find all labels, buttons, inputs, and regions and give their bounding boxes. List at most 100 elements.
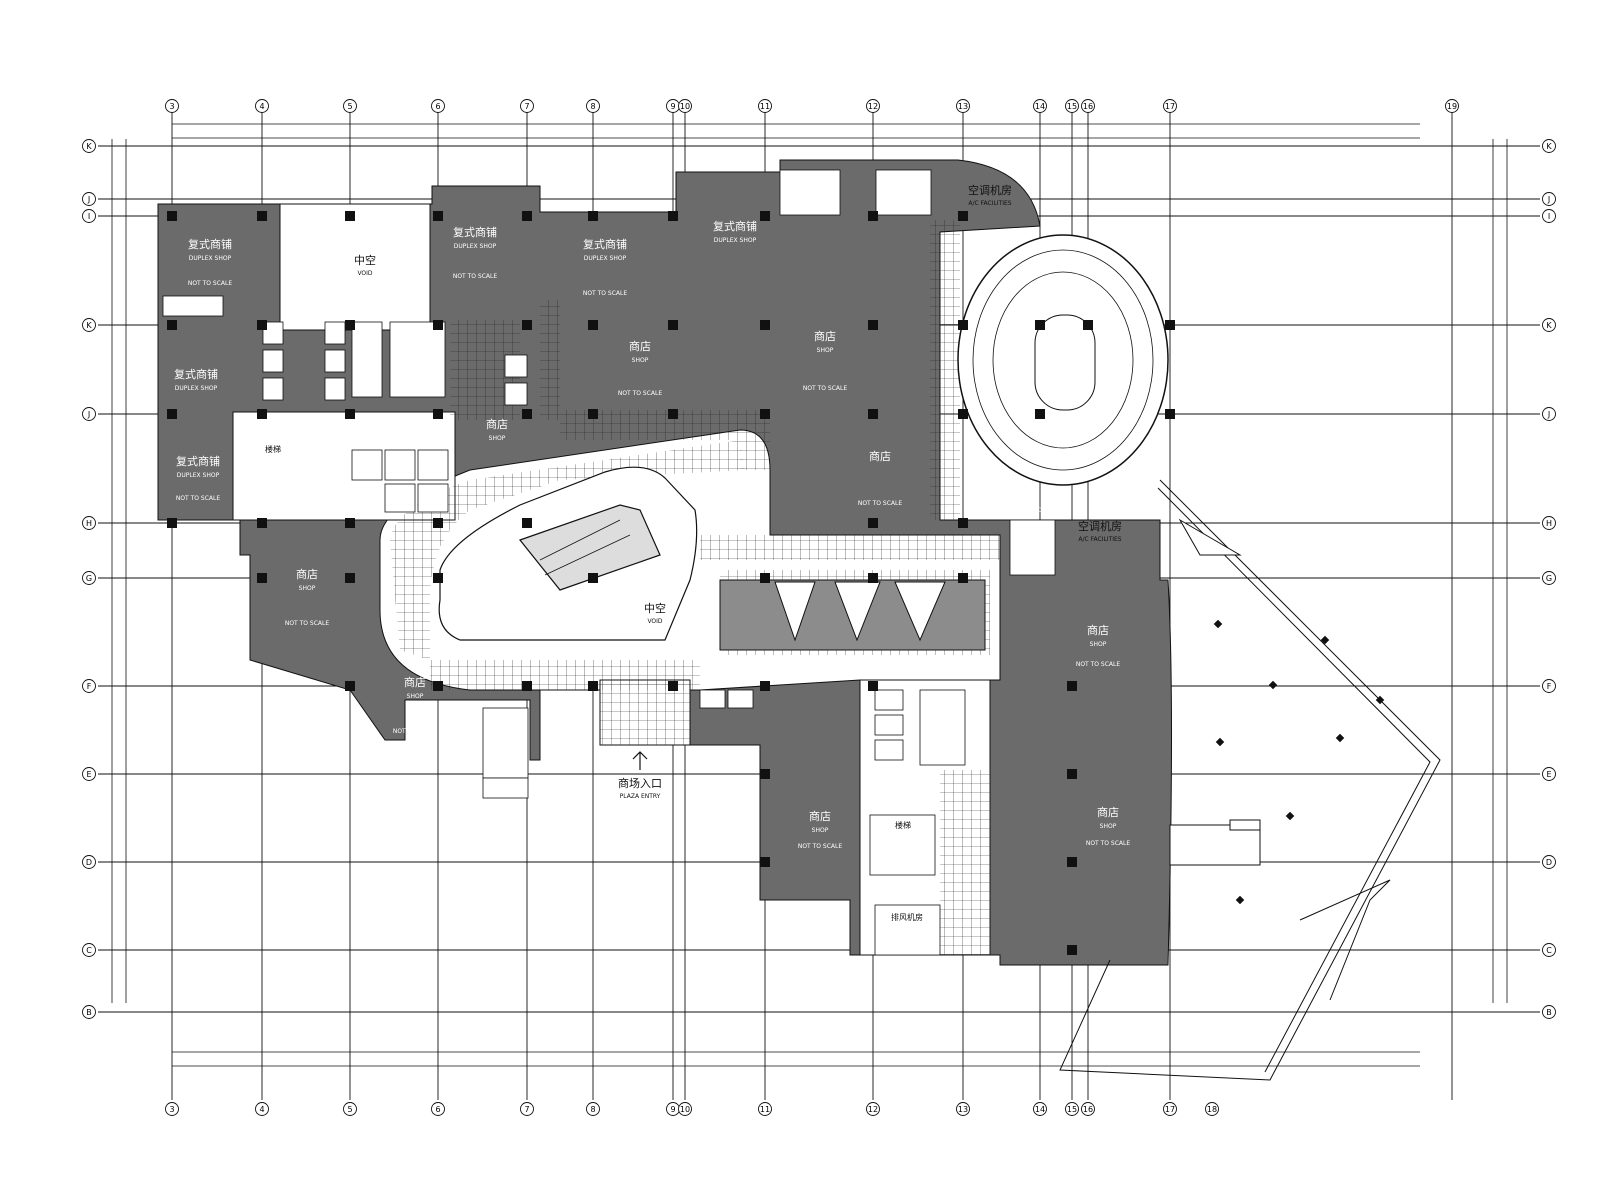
svg-text:复式商铺: 复式商铺: [176, 454, 220, 468]
structural-column: [345, 518, 355, 528]
structural-column: [257, 518, 267, 528]
svg-text:排风机房: 排风机房: [891, 912, 923, 922]
svg-text:DUPLEX SHOP: DUPLEX SHOP: [454, 243, 497, 250]
svg-text:楼梯: 楼梯: [895, 820, 911, 830]
svg-text:DUPLEX SHOP: DUPLEX SHOP: [175, 385, 218, 392]
shop-label-8: 商店 SHOP NOT TO SCALE: [1076, 623, 1121, 668]
column-axis-bubble-bottom: 7: [520, 1102, 534, 1116]
structural-column: [522, 681, 532, 691]
duplex-shop-label-6: 复式商铺 DUPLEX SHOP: [713, 219, 757, 244]
row-axis-bubble-right: D: [1542, 855, 1556, 869]
structural-column: [345, 681, 355, 691]
svg-text:NOT TO SCALE: NOT TO SCALE: [393, 728, 438, 735]
structural-column: [958, 573, 968, 583]
svg-text:中空: 中空: [1051, 353, 1073, 367]
svg-text:NOT TO SCALE: NOT TO SCALE: [285, 620, 330, 627]
structural-column: [522, 409, 532, 419]
svg-text:B: B: [1546, 1008, 1552, 1017]
column-axis-bubble-top: 6: [431, 99, 445, 113]
svg-text:10: 10: [680, 1105, 690, 1114]
column-axis-bubble-top: 19: [1445, 99, 1459, 113]
column-axis-bubble-top: 13: [956, 99, 970, 113]
shop-label-6: 商店 SHOP NOT TO SCALE: [285, 567, 330, 627]
row-axis-bubble-left: G: [82, 571, 96, 585]
svg-text:复式商铺: 复式商铺: [174, 367, 218, 381]
svg-text:商店: 商店: [1097, 805, 1119, 819]
svg-text:5: 5: [347, 1105, 352, 1114]
svg-text:K: K: [1546, 142, 1552, 151]
entry-arrow-icon: [632, 751, 648, 770]
ac-room-label-2: 空调机房 A/C FACILITIES: [1078, 519, 1122, 543]
duplex-shop-label-3: 复式商铺 DUPLEX SHOP NOT TO SCALE: [176, 454, 221, 502]
svg-text:SHOP: SHOP: [812, 827, 829, 834]
plaza-marker: [1215, 737, 1225, 747]
row-axis-bubble-right: C: [1542, 943, 1556, 957]
svg-text:H: H: [86, 519, 92, 528]
svg-text:D: D: [1546, 858, 1552, 867]
svg-text:SHOP: SHOP: [489, 435, 506, 442]
column-axis-bubble-bottom: 12: [866, 1102, 880, 1116]
column-axis-bubble-bottom: 18: [1205, 1102, 1219, 1116]
structural-column: [167, 518, 177, 528]
svg-text:10: 10: [680, 102, 690, 111]
shop-label-2: 商店 SHOP NOT TO SCALE: [803, 329, 848, 392]
plaza-marker: [1213, 619, 1223, 629]
column-axis-bubble-bottom: 3: [165, 1102, 179, 1116]
svg-text:15: 15: [1067, 102, 1077, 111]
svg-text:J: J: [87, 410, 90, 419]
svg-text:复式商铺: 复式商铺: [583, 237, 627, 251]
svg-text:13: 13: [958, 1105, 968, 1114]
svg-text:I: I: [1548, 212, 1550, 221]
row-axis-bubble-left: K: [82, 318, 96, 332]
row-axis-bubble-right: J: [1542, 192, 1556, 206]
svg-text:K: K: [86, 142, 92, 151]
column-axis-bubble-top: 14: [1033, 99, 1047, 113]
void-label-2: 中空 VOID: [644, 601, 666, 625]
svg-text:J: J: [87, 195, 90, 204]
structural-column: [868, 518, 878, 528]
structural-column: [958, 518, 968, 528]
svg-text:DUPLEX SHOP: DUPLEX SHOP: [177, 472, 220, 479]
plaza-marker: [1235, 895, 1245, 905]
duplex-shop-label-5: 复式商铺 DUPLEX SHOP NOT TO SCALE: [583, 237, 628, 297]
row-axis-bubble-right: B: [1542, 1005, 1556, 1019]
row-axis-bubble-left: K: [82, 139, 96, 153]
column-axis-bubble-bottom: 8: [586, 1102, 600, 1116]
plaza-marker: [1268, 680, 1278, 690]
column-axis-bubble-top: 10: [678, 99, 692, 113]
structural-columns: [167, 211, 1385, 955]
svg-text:NOT TO SCALE: NOT TO SCALE: [858, 500, 903, 507]
structural-column: [257, 320, 267, 330]
duplex-shop-label-1: 复式商铺 DUPLEX SHOP NOT TO SCALE: [188, 237, 233, 287]
duplex-shop-label-4: 复式商铺 DUPLEX SHOP NOT TO SCALE: [453, 225, 498, 280]
structural-column: [588, 573, 598, 583]
svg-text:SHOP: SHOP: [1090, 641, 1107, 648]
column-axis-bubble-bottom: 5: [343, 1102, 357, 1116]
structural-column: [760, 769, 770, 779]
structural-column: [522, 320, 532, 330]
column-axis-bubble-top: 3: [165, 99, 179, 113]
svg-text:商店: 商店: [296, 567, 318, 581]
svg-text:F: F: [87, 682, 92, 691]
dimension-lines: [111, 123, 1508, 1067]
svg-text:6: 6: [435, 102, 440, 111]
column-axis-bubble-bottom: 10: [678, 1102, 692, 1116]
svg-text:NOT TO SCALE: NOT TO SCALE: [583, 290, 628, 297]
svg-text:8: 8: [590, 102, 595, 111]
structural-column: [433, 681, 443, 691]
svg-text:12: 12: [868, 1105, 878, 1114]
svg-text:14: 14: [1035, 1105, 1045, 1114]
stair-cores: [162, 169, 1056, 956]
svg-text:E: E: [1546, 770, 1551, 779]
structural-column: [1067, 681, 1077, 691]
svg-text:SHOP: SHOP: [299, 585, 316, 592]
svg-text:H: H: [1546, 519, 1552, 528]
svg-text:中空: 中空: [354, 253, 376, 267]
svg-text:7: 7: [524, 1105, 529, 1114]
column-axis-bubble-bottom: 16: [1081, 1102, 1095, 1116]
structural-column: [668, 409, 678, 419]
column-axis-bubble-top: 5: [343, 99, 357, 113]
structural-column: [433, 409, 443, 419]
svg-text:复式商铺: 复式商铺: [188, 237, 232, 251]
